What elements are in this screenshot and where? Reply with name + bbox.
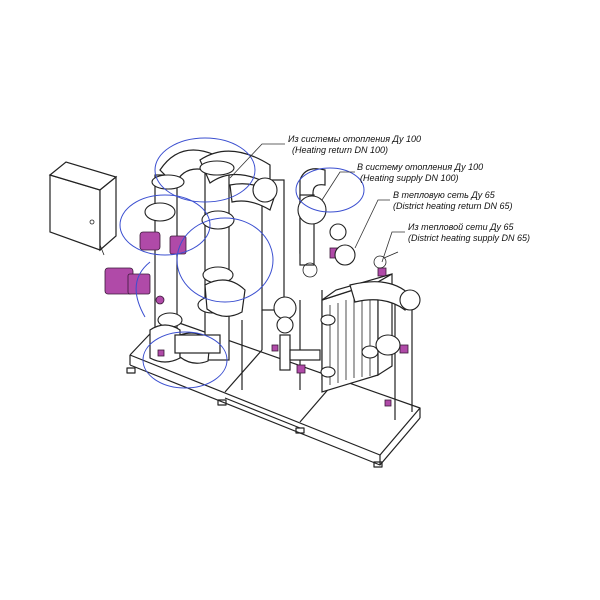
flow-labels: Из системы отопления Ду 100 (Heating ret… (288, 134, 530, 243)
label-heating-supply-en: (Heating supply DN 100) (360, 173, 459, 183)
label-heating-supply-ru: В систему отопления Ду 100 (357, 162, 483, 172)
leader-lines (229, 143, 405, 263)
pump-assembly (144, 149, 297, 364)
plate-heat-exchanger (276, 168, 421, 393)
label-district-return-en: (District heating return DN 65) (393, 201, 513, 211)
rotation-indicators (119, 137, 365, 389)
label-heating-return-en: (Heating return DN 100) (292, 145, 388, 155)
label-district-return-ru: В тепловую сеть Ду 65 (393, 190, 496, 200)
control-cabinet (48, 161, 118, 256)
label-district-supply-ru: Из тепловой сети Ду 65 (408, 222, 515, 232)
label-heating-return-ru: Из системы отопления Ду 100 (288, 134, 421, 144)
label-district-supply-en: (District heating supply DN 65) (408, 233, 530, 243)
